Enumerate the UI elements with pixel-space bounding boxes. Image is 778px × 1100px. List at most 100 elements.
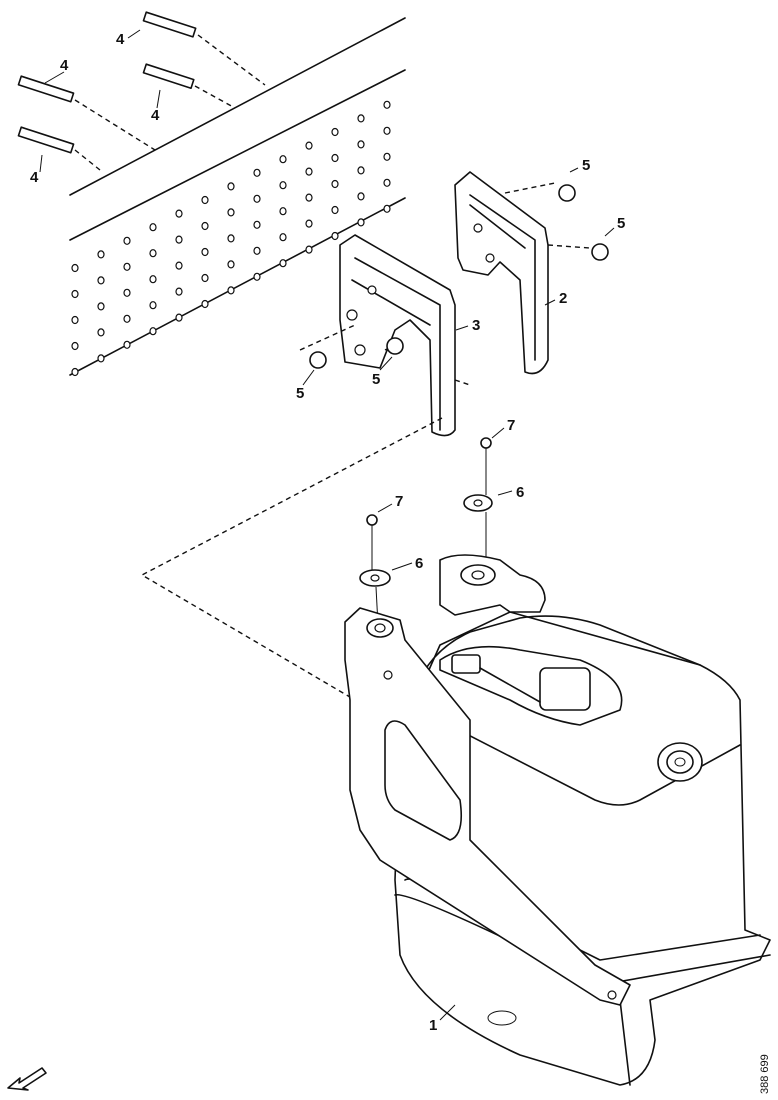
callout-4: 4: [116, 31, 125, 48]
rail-hole: [149, 275, 157, 284]
callout-7: 7: [507, 417, 515, 434]
callout-labels: 4 4 4 4 5 5 5 5 2 3 7 6 7 6 1: [30, 31, 625, 1034]
rail-hole: [175, 261, 183, 270]
forward-direction-arrow-icon: [7, 1067, 47, 1091]
rail-hole: [253, 194, 261, 203]
rail-hole: [357, 140, 365, 149]
rail-hole: [227, 182, 235, 191]
callout-5: 5: [296, 385, 304, 402]
rail-hole: [331, 127, 339, 137]
rail-hole: [305, 167, 313, 176]
rail-hole: [253, 220, 261, 229]
nut: [558, 184, 576, 202]
rail-hole: [279, 155, 287, 164]
screw: [366, 514, 378, 526]
drawing-code: 388 699: [759, 1054, 771, 1094]
rail-hole: [71, 367, 79, 377]
rail-hole: [331, 153, 339, 163]
rail-hole: [357, 192, 365, 201]
rail-hole: [227, 260, 235, 269]
rail-hole: [357, 218, 365, 227]
rail-hole: [123, 236, 131, 245]
rail-hole: [279, 259, 287, 268]
callout-6: 6: [516, 484, 524, 501]
rail-hole: [97, 276, 105, 285]
rail-hole: [253, 246, 261, 255]
callout-5: 5: [617, 215, 625, 232]
rail-hole: [331, 179, 339, 189]
rail-hole: [97, 354, 105, 363]
rail-hole: [201, 195, 209, 205]
rail-hole: [149, 301, 157, 310]
screw: [480, 437, 492, 449]
rail-hole: [201, 273, 209, 283]
rail-hole: [71, 315, 79, 325]
fasteners-group: [359, 437, 493, 626]
nut: [591, 243, 609, 261]
rail-hole: [123, 288, 131, 297]
nut: [309, 351, 327, 369]
rail-hole: [253, 168, 261, 177]
leader-lines: [39, 29, 615, 1021]
callout-2: 2: [559, 290, 567, 307]
callout-4: 4: [60, 57, 69, 74]
bolt: [142, 63, 236, 109]
rail-hole: [253, 272, 261, 281]
rail-hole: [175, 313, 183, 322]
rail-hole: [357, 166, 365, 175]
rail-hole: [331, 231, 339, 241]
rail-hole: [227, 286, 235, 295]
rail-hole: [279, 207, 287, 216]
rail-hole: [71, 263, 79, 273]
rail-hole: [201, 299, 209, 309]
rail-hole: [305, 245, 313, 254]
bolts-group: [17, 11, 266, 171]
nut: [386, 337, 404, 355]
rail-hole: [279, 181, 287, 190]
callout-6: 6: [415, 555, 423, 572]
rail-hole: [175, 209, 183, 218]
rail-hole: [279, 233, 287, 242]
rail-hole: [227, 234, 235, 243]
nuts-group: [309, 184, 609, 369]
callout-3: 3: [472, 317, 480, 334]
rail-hole: [227, 208, 235, 217]
tank-support-bracket: [344, 554, 631, 1006]
bolt: [142, 11, 266, 86]
rail-hole: [357, 114, 365, 123]
rail-hole: [123, 262, 131, 271]
bolt: [17, 126, 101, 171]
rail-hole: [149, 223, 157, 232]
callout-1: 1: [429, 1017, 437, 1034]
rail-hole: [305, 219, 313, 228]
bolt: [17, 75, 156, 151]
rail-hole: [149, 327, 157, 336]
rail-hole: [71, 341, 79, 351]
rail-hole: [97, 328, 105, 337]
rail-hole: [123, 314, 131, 323]
assembly-guide-line: [140, 417, 443, 701]
callout-5: 5: [372, 371, 380, 388]
frame-rail-holes: [71, 100, 391, 377]
rail-hole: [71, 289, 79, 299]
rail-hole: [175, 287, 183, 296]
rail-hole: [305, 193, 313, 202]
rail-hole: [123, 340, 131, 349]
frame-rail: [69, 17, 406, 377]
rail-hole: [97, 302, 105, 311]
rail-hole: [383, 152, 391, 161]
bracket-3: [299, 234, 471, 437]
rail-hole: [383, 204, 391, 213]
callout-7: 7: [395, 493, 403, 510]
rail-hole: [175, 235, 183, 244]
rail-hole: [201, 247, 209, 257]
rail-hole: [383, 126, 391, 135]
rail-hole: [201, 221, 209, 231]
rail-hole: [331, 205, 339, 215]
bracket-2: [454, 171, 591, 375]
rail-hole: [149, 249, 157, 258]
callout-4: 4: [30, 169, 39, 186]
rail-hole: [383, 178, 391, 187]
callout-4: 4: [151, 107, 160, 124]
